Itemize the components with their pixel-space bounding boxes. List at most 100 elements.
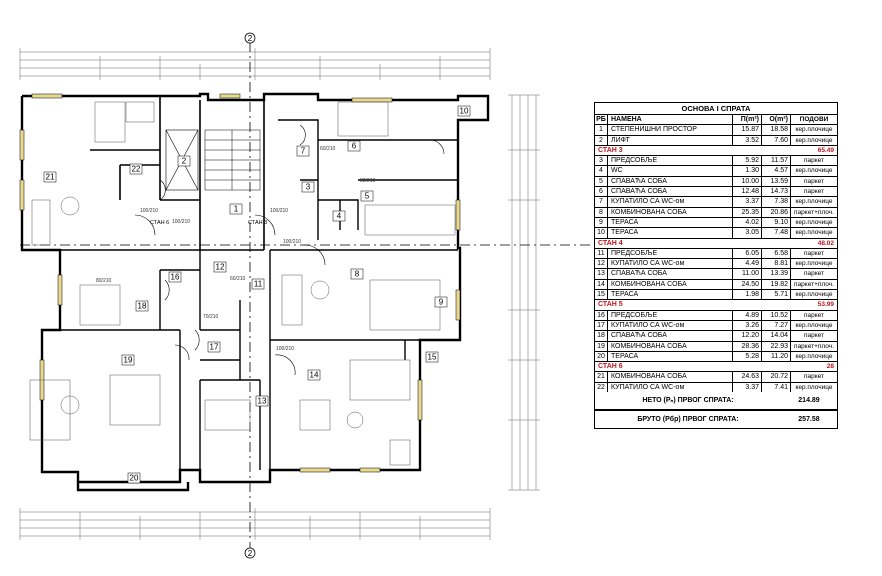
room-name: ПРЕДСОБЉЕ xyxy=(608,248,733,259)
room-name: КОМБИНОВАНА СОБА xyxy=(608,341,733,351)
room-perimeter: 4.57 xyxy=(762,166,791,176)
door-label: 70/210 xyxy=(203,314,219,320)
floor-type: паркет xyxy=(803,311,825,319)
room-number-box xyxy=(307,369,321,381)
room-name: СТЕПЕНИШНИ ПРОСТОР xyxy=(608,125,733,135)
floor-type: кер.плочице xyxy=(795,126,833,134)
row-number: 10 xyxy=(595,228,608,238)
room-number-box xyxy=(229,203,243,215)
room-name: СПАВАЋА СОБА xyxy=(608,269,733,279)
door-label: 100/210 xyxy=(172,219,190,225)
room-area: 24.63 xyxy=(733,372,762,382)
row-number: 18 xyxy=(595,331,608,341)
room-name: ПРЕДСОБЉЕ xyxy=(608,310,733,320)
room-number: 1 xyxy=(234,205,239,214)
floor-type: паркет xyxy=(803,373,825,381)
room-perimeter: 19.82 xyxy=(762,279,791,290)
room-area: 3.52 xyxy=(733,135,762,145)
room-perimeter: 7.60 xyxy=(762,135,791,145)
floor-type: паркет+плоч. xyxy=(794,280,834,288)
room-perimeter: 10.52 xyxy=(762,310,791,320)
room-perimeter: 20.86 xyxy=(762,207,791,217)
room-area: 11.00 xyxy=(733,269,762,279)
room-area: 1.98 xyxy=(733,290,762,300)
net-area-row: НЕТО (Pₙ) ПРВОГ СПРАТА: 214.89 xyxy=(595,392,837,411)
room-number: 4 xyxy=(337,212,342,221)
room-area: 5.92 xyxy=(733,156,762,166)
doors xyxy=(134,124,445,376)
room-area: 24.50 xyxy=(733,279,762,290)
row-number: 16 xyxy=(595,310,608,320)
door-label: 100/210 xyxy=(270,208,288,214)
floor-type: паркет+плоч. xyxy=(794,208,834,216)
room-name: СПАВАЋА СОБА xyxy=(608,331,733,341)
door-label: 80/210 xyxy=(360,178,376,184)
floor-type: паркет xyxy=(803,157,825,165)
door-label: 80/210 xyxy=(96,278,112,284)
room-perimeter: 13.59 xyxy=(762,176,791,187)
floor-type: кер.плочице xyxy=(795,136,833,144)
room-perimeter: 7.48 xyxy=(762,228,791,238)
floor-type: паркет+плоч. xyxy=(794,342,834,350)
room-name: ТЕРАСА xyxy=(608,290,733,300)
room-area: 3.26 xyxy=(733,320,762,331)
axis-top-label: 2 xyxy=(248,34,253,43)
apartment-labels: СТАН 6 СТАН 3 xyxy=(150,220,267,226)
room-name: КУПАТИЛО СА WC-ом xyxy=(608,197,733,207)
room-number: 17 xyxy=(210,343,219,352)
room-perimeter: 6.58 xyxy=(762,248,791,259)
room-number-box xyxy=(457,105,471,117)
room-name: ПРЕДСОБЉЕ xyxy=(608,156,733,166)
row-number: 1 xyxy=(595,125,608,135)
row-number: 14 xyxy=(595,279,608,290)
room-perimeter: 7.27 xyxy=(762,320,791,331)
room-number: 12 xyxy=(216,263,225,272)
room-number: 3 xyxy=(306,183,311,192)
room-area: 4.49 xyxy=(733,259,762,269)
room-number: 15 xyxy=(428,353,437,362)
room-perimeter: 5.71 xyxy=(762,290,791,300)
floor-type: кер.плочице xyxy=(795,218,833,226)
stairs xyxy=(204,129,261,191)
row-number: 11 xyxy=(595,248,608,259)
room-perimeter: 7.41 xyxy=(762,382,791,393)
door-label: 60/210 xyxy=(320,146,336,152)
axis-markers: 2 2 xyxy=(244,32,256,559)
room-name: КУПАТИЛО СА WC-ом xyxy=(608,320,733,331)
room-name: ТЕРАСА xyxy=(608,351,733,362)
room-area: 3.37 xyxy=(733,197,762,207)
room-schedule-table: ОСНОВА I СПРАТА РБ НАМЕНА П(m²) О(m²) ПО… xyxy=(594,102,838,430)
room-number-box xyxy=(251,278,265,290)
room-number-box xyxy=(425,351,439,363)
net-area-value: 214.89 xyxy=(798,397,820,405)
section-total: 53.99 xyxy=(817,301,834,309)
room-number-box xyxy=(168,271,182,283)
room-perimeter: 13.39 xyxy=(762,269,791,279)
header-namena: НАМЕНА xyxy=(608,115,733,125)
room-number-box xyxy=(129,163,143,175)
room-name: ЛИФТ xyxy=(608,135,733,145)
gross-area-label: БРУТО (Pбр) ПРВОГ СПРАТА: xyxy=(637,416,739,424)
header-perimeter: О(m²) xyxy=(762,115,791,125)
room-number-box xyxy=(360,190,374,202)
room-name: КУПАТИЛО СА WC-ом xyxy=(608,382,733,393)
floor-type: кер.плочице xyxy=(795,260,833,268)
table-header-row: РБ НАМЕНА П(m²) О(m²) ПОДОВИ xyxy=(595,115,837,126)
gross-area-value: 257.58 xyxy=(798,416,820,424)
door-label: 60/210 xyxy=(230,276,246,282)
door-label: 100/210 xyxy=(283,239,301,245)
room-number-box xyxy=(135,300,149,312)
